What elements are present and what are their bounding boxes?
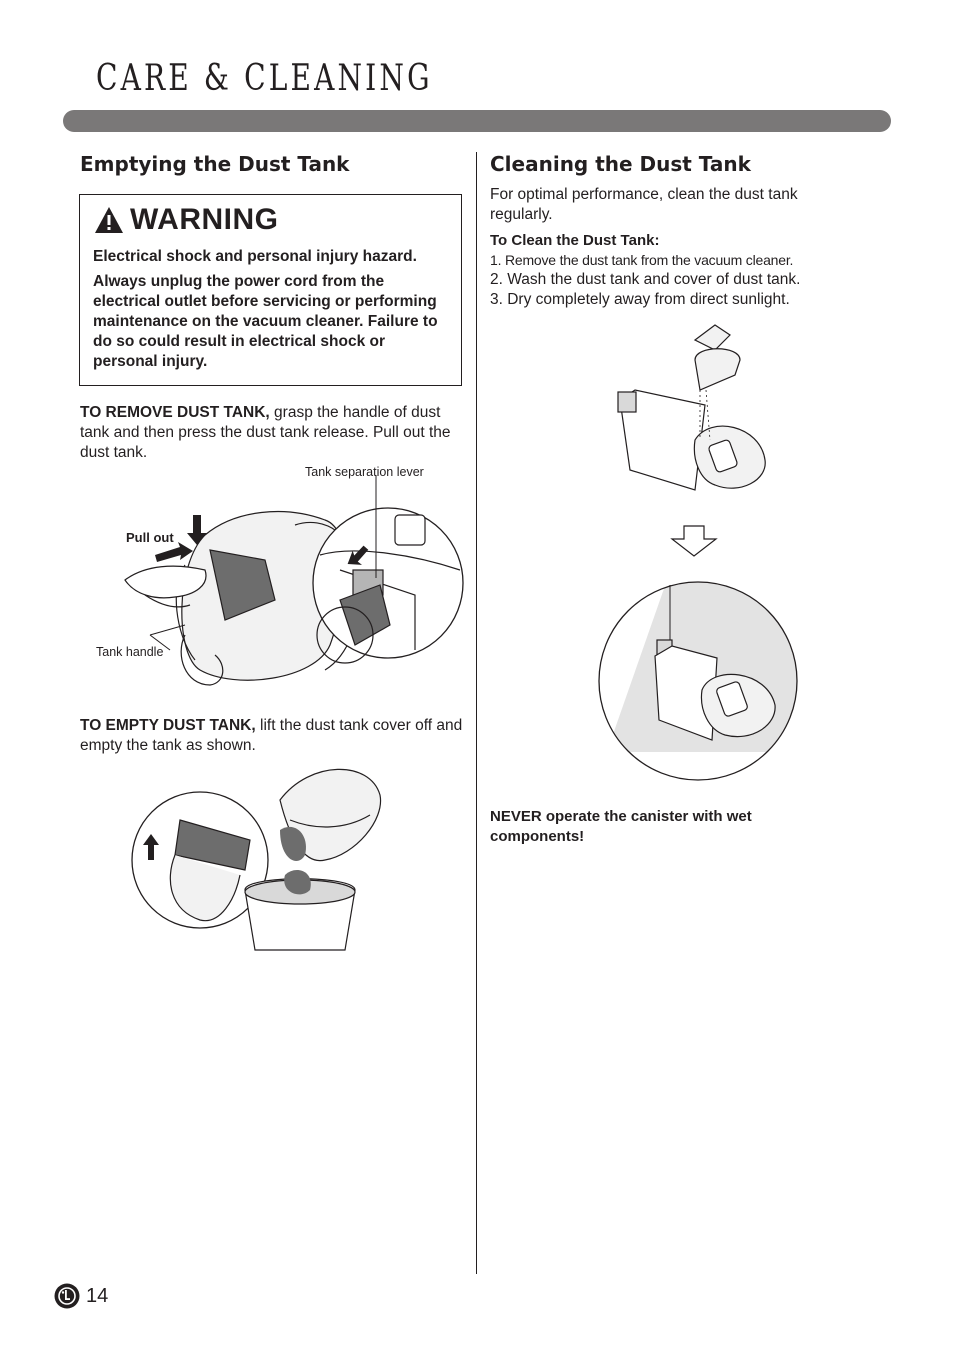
section-heading-cleaning: Cleaning the Dust Tank: [490, 152, 751, 176]
column-divider: [476, 152, 477, 1274]
cleaning-steps-list: 1. Remove the dust tank from the vacuum …: [490, 250, 800, 310]
remove-dust-tank-paragraph: TO REMOVE DUST TANK, grasp the handle of…: [80, 403, 465, 463]
list-item: 2. Wash the dust tank and cover of dust …: [490, 271, 801, 288]
warning-box: WARNING Electrical shock and personal in…: [79, 194, 462, 386]
list-item: 1. Remove the dust tank from the vacuum …: [490, 252, 794, 268]
section-heading-emptying: Emptying the Dust Tank: [80, 152, 350, 176]
empty-dust-tank-illustration: [131, 768, 382, 951]
drying-dust-tank-illustration: [598, 581, 798, 781]
warning-instructions: Always unplug the power cord from the el…: [93, 273, 438, 370]
remove-dust-tank-illustration: [124, 475, 464, 686]
page-number: 14: [86, 1284, 109, 1307]
remove-text: grasp the handle of dust tank and then p…: [80, 404, 451, 461]
down-arrow-icon: [670, 525, 718, 557]
label-tank-handle: Tank handle: [96, 645, 164, 659]
warning-label: WARNING: [130, 203, 279, 236]
page-footer: 14: [54, 1283, 108, 1309]
remove-lead: TO REMOVE DUST TANK,: [80, 404, 270, 421]
title-bar: [63, 110, 891, 132]
warning-triangle-icon: [95, 207, 123, 233]
never-operate-warning: NEVER operate the canister with wet comp…: [490, 808, 752, 845]
warning-title: WARNING: [94, 203, 279, 237]
label-pull-out: Pull out: [126, 530, 174, 545]
empty-text: lift the dust tank cover off and empty t…: [80, 717, 463, 754]
page-title: CARE & CLEANING: [96, 58, 433, 99]
empty-dust-tank-paragraph: TO EMPTY DUST TANK, lift the dust tank c…: [80, 716, 465, 756]
label-tank-separation-lever: Tank separation lever: [305, 465, 424, 479]
cleaning-subheading: To Clean the Dust Tank:: [490, 232, 660, 249]
lg-logo-icon: [54, 1283, 80, 1309]
washing-dust-tank-illustration: [617, 324, 766, 491]
warning-hazard: Electrical shock and personal injury haz…: [93, 248, 417, 265]
list-item: 3. Dry completely away from direct sunli…: [490, 291, 790, 308]
empty-lead: TO EMPTY DUST TANK,: [80, 717, 256, 734]
cleaning-intro: For optimal performance, clean the dust …: [490, 186, 798, 223]
